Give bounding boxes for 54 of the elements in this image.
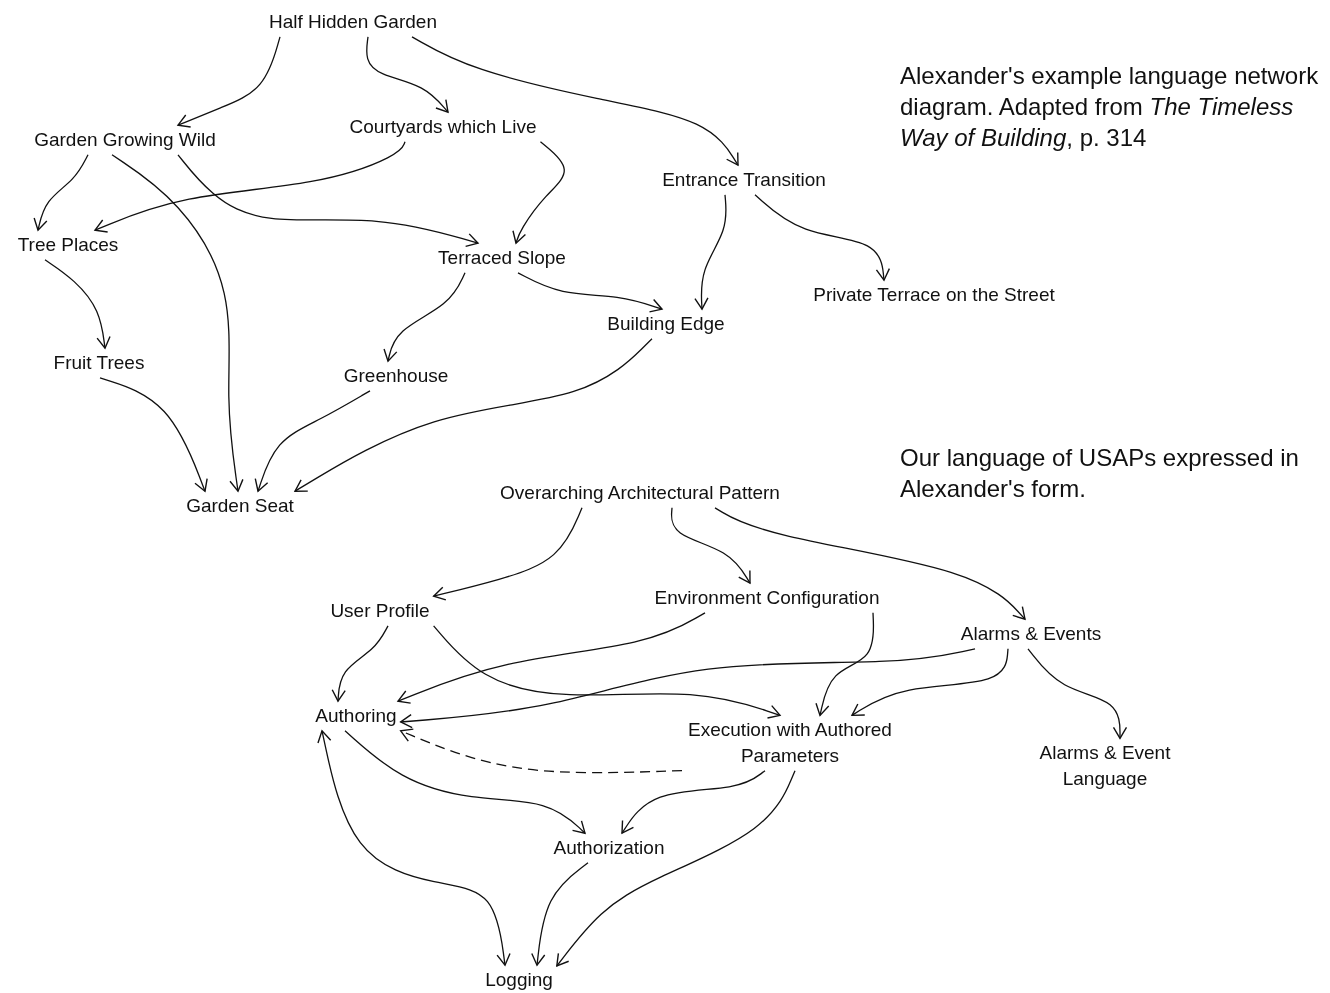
arrow (397, 612, 706, 704)
arrow (294, 338, 653, 492)
note-text: Alexander's example language network diagram. Adapted from The Timeless Way of Building, p. 314 (900, 61, 1320, 153)
arrow (556, 770, 796, 967)
arrow (344, 730, 586, 834)
node-label: Execution with Authored Parameters (671, 715, 909, 771)
node-label: Alarms & Events (956, 619, 1106, 649)
arrow (177, 154, 479, 248)
arrow (99, 377, 208, 492)
arrow (44, 259, 111, 349)
node-label: Building Edge (603, 309, 729, 339)
node-label: Fruit Trees (49, 348, 149, 378)
node-label: Tree Places (13, 230, 123, 260)
node-label: Private Terrace on the Street (809, 280, 1059, 310)
arrow (94, 141, 406, 233)
arrow (411, 36, 739, 166)
node-label: Terraced Slope (434, 243, 570, 273)
node-label: User Profile (326, 596, 434, 626)
arrow (512, 141, 565, 244)
arrow (851, 648, 1009, 717)
arrow (714, 507, 1026, 620)
arrow (383, 272, 466, 362)
node-label: Entrance Transition (658, 165, 830, 195)
node-label: Authoring (311, 701, 401, 731)
arrow (399, 648, 976, 729)
note-text: Our language of USAPs expressed in Alexander's form. (900, 443, 1300, 504)
node-label: Logging (481, 965, 557, 993)
arrow (694, 194, 727, 310)
dashed-arrow (399, 728, 683, 774)
arrow (432, 507, 583, 601)
node-label: Environment Configuration (650, 583, 884, 613)
arrow (366, 36, 449, 113)
arrow (331, 625, 389, 702)
node-label: Courtyards which Live (345, 112, 541, 142)
arrow (754, 194, 891, 281)
arrow (815, 612, 875, 717)
arrow (254, 390, 371, 492)
arrow (670, 507, 751, 584)
node-label: Garden Growing Wild (30, 125, 220, 155)
arrow (33, 154, 89, 231)
node-label: Garden Seat (182, 491, 298, 521)
arrow (317, 730, 511, 966)
arrow (621, 770, 766, 834)
node-label: Authorization (549, 833, 669, 863)
arrow (531, 862, 589, 966)
node-label: Overarching Architectural Pattern (496, 478, 784, 508)
arrow (1027, 648, 1128, 740)
arrow (433, 625, 781, 719)
node-label: Alarms & Event Language (1016, 738, 1194, 794)
arrow (177, 36, 281, 128)
node-label: Greenhouse (339, 361, 453, 391)
arrow (111, 154, 244, 492)
node-label: Half Hidden Garden (265, 7, 441, 37)
arrow (517, 272, 663, 313)
